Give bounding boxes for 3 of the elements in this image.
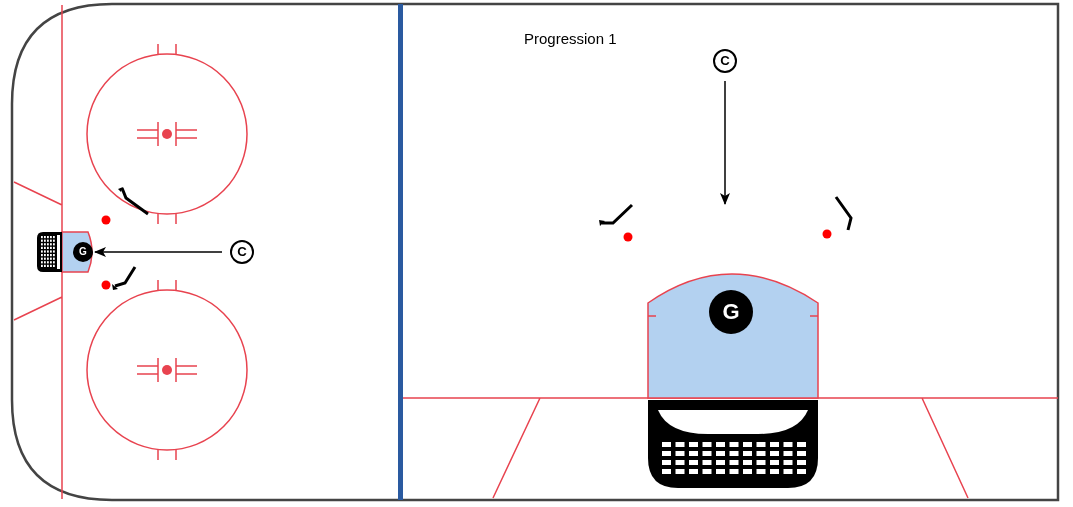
arrow	[94, 247, 223, 257]
diagram-title: Progression 1	[524, 29, 617, 49]
arrow	[720, 80, 730, 205]
